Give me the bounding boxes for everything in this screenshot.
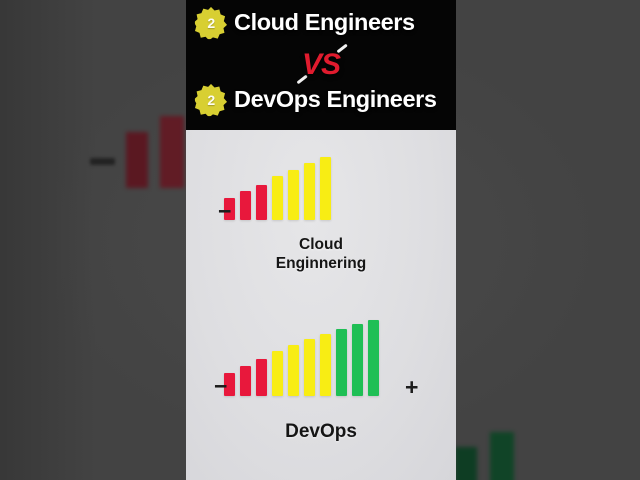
badge-number: 2: [207, 15, 215, 31]
chart-bar: [256, 185, 267, 220]
backdrop-bar-red-2: [160, 116, 184, 188]
chart-bar: [368, 320, 379, 396]
vs-label: VS: [301, 48, 341, 81]
title-header: 2 Cloud Engineers VS 2 DevOps Engineers: [186, 0, 456, 130]
cloud-caption-line1: Cloud: [299, 236, 343, 253]
chart-bar: [304, 339, 315, 396]
chart-bar: [240, 191, 251, 220]
devops-minus-sign: −: [214, 373, 228, 399]
backdrop-minus-sign: [90, 158, 115, 165]
header-title-devops: DevOps Engineers: [234, 86, 437, 113]
cloud-caption-line2: Enginnering: [275, 254, 367, 272]
backdrop-left-shade: [0, 0, 96, 480]
chart-bar: [272, 176, 283, 220]
chart-bar: [224, 198, 235, 220]
vs-container: VS: [186, 43, 456, 85]
backdrop-bar-green-1: [455, 447, 477, 480]
chart-bar: [320, 157, 331, 220]
chart-bar: [336, 329, 347, 396]
chart-bar: [304, 163, 315, 220]
chart-bar: [224, 373, 235, 396]
devops-caption: DevOps: [285, 421, 357, 442]
chart-bar: [256, 359, 267, 396]
devops-plus-sign: +: [405, 374, 419, 400]
starburst-badge-icon: 2: [195, 84, 227, 116]
badge-number: 2: [207, 92, 215, 108]
chart-bar: [272, 351, 283, 396]
backdrop-bar-red-1: [126, 132, 148, 188]
header-row-devops: 2 DevOps Engineers: [195, 84, 437, 116]
devops-bar-chart: [224, 318, 379, 396]
backdrop-bar-green-2: [490, 432, 514, 480]
chart-bar: [352, 324, 363, 396]
header-row-cloud: 2 Cloud Engineers: [195, 7, 415, 39]
cloud-engineering-bar-chart: [224, 152, 331, 220]
header-title-cloud: Cloud Engineers: [234, 9, 415, 36]
chart-bar: [240, 366, 251, 396]
cloud-minus-sign: −: [218, 198, 232, 224]
cloud-caption: Cloud Enginnering: [186, 236, 456, 274]
starburst-badge-icon: 2: [195, 7, 227, 39]
video-panel: 2 Cloud Engineers VS 2 DevOps Engineers …: [186, 0, 456, 480]
chart-bar: [320, 334, 331, 396]
chart-bar: [288, 170, 299, 220]
chart-bar: [288, 345, 299, 396]
